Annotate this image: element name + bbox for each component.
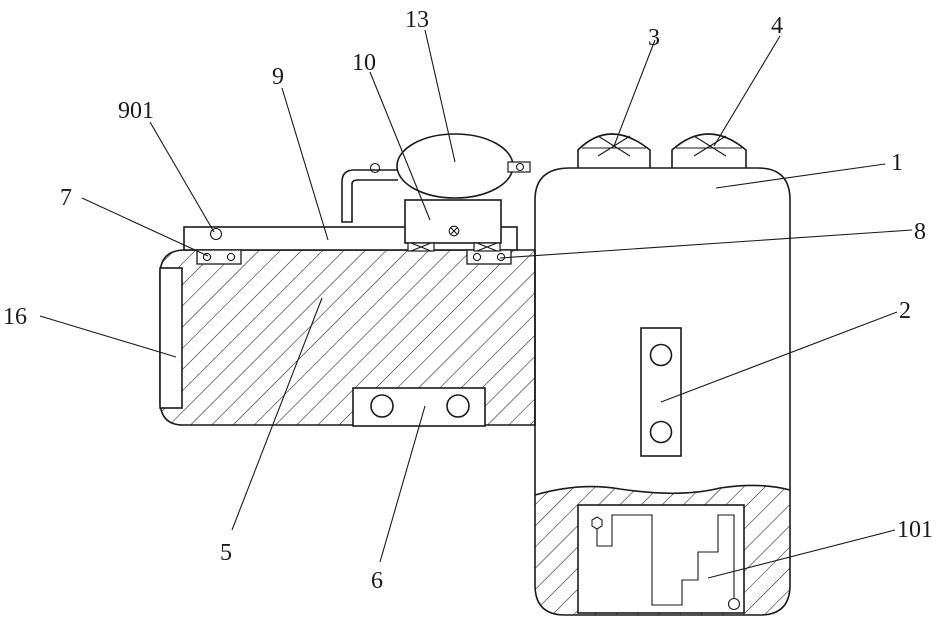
mount-block [405, 200, 501, 251]
label-13: 13 [405, 7, 429, 33]
clip-left [197, 250, 241, 264]
label-101: 101 [897, 517, 933, 543]
label-901: 901 [118, 98, 154, 124]
clip-right [467, 250, 511, 264]
dome-3 [578, 134, 650, 168]
leader-9 [282, 88, 328, 240]
control-panel [641, 328, 681, 456]
dome-4 [672, 134, 746, 168]
label-2: 2 [899, 298, 911, 324]
label-10: 10 [352, 50, 376, 76]
label-3: 3 [648, 25, 660, 51]
leader-16 [40, 316, 176, 357]
leader-901 [150, 122, 214, 232]
base-section [530, 470, 800, 626]
leader-3 [614, 40, 655, 146]
label-8: 8 [914, 219, 926, 245]
label-7: 7 [60, 185, 72, 211]
label-5: 5 [220, 540, 232, 566]
label-9: 9 [272, 64, 284, 90]
label-4: 4 [771, 13, 783, 39]
bottom-bracket [353, 388, 485, 426]
end-cap [160, 268, 182, 408]
label-1: 1 [891, 150, 903, 176]
leader-2 [661, 312, 897, 402]
leader-4 [714, 36, 780, 146]
leader-6 [380, 406, 425, 562]
label-6: 6 [371, 568, 383, 594]
leader-8 [500, 230, 912, 258]
label-16: 16 [3, 304, 27, 330]
